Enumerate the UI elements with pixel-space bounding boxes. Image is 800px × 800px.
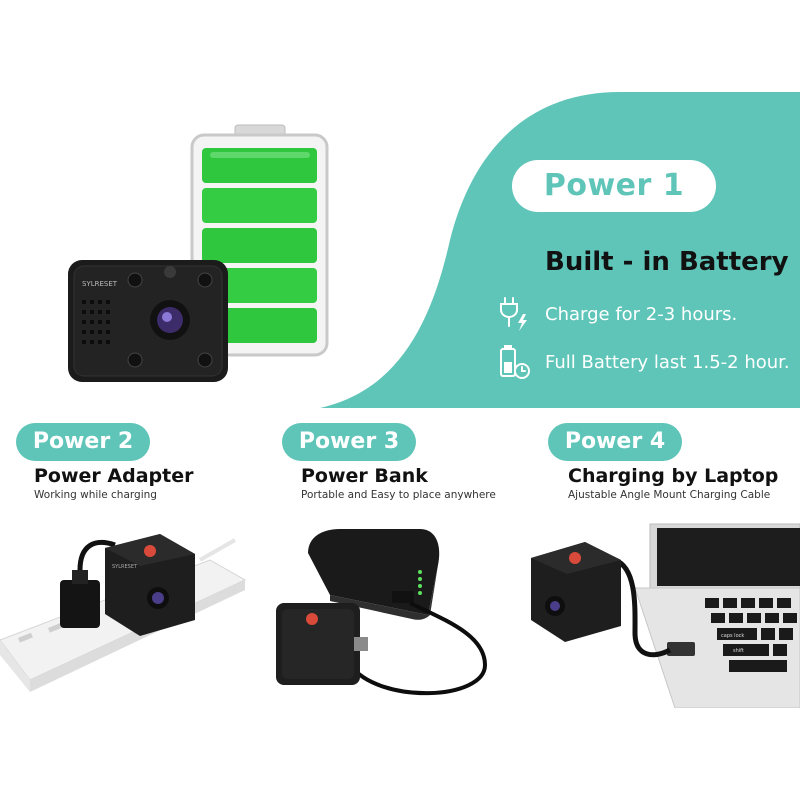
- device-brand-label: SYLRESET: [82, 280, 118, 288]
- usb-plug: [667, 642, 695, 656]
- feature-battery-life-text: Full Battery last 1.5-2 hour.: [545, 351, 790, 373]
- power-bank-desc: Portable and Easy to place anywhere: [301, 489, 496, 501]
- feature-charge-time: Charge for 2-3 hours.: [497, 296, 737, 332]
- camera-cube-2: [276, 603, 368, 685]
- wall-adapter: [60, 570, 100, 628]
- svg-text:SYLRESET: SYLRESET: [112, 564, 138, 570]
- laptop-charging-illustration: caps lock shift: [531, 523, 800, 708]
- caps-lock-key-label: caps lock: [721, 633, 744, 639]
- power-4-pill: Power 4: [548, 423, 682, 461]
- shift-key-label: shift: [733, 648, 744, 654]
- power-2-pill: Power 2: [16, 423, 150, 461]
- laptop: caps lock shift: [634, 523, 800, 708]
- plug-charging-icon: [500, 297, 527, 331]
- power-3-pill: Power 3: [282, 423, 416, 461]
- battery-clock-icon: [500, 345, 530, 379]
- feature-battery-life: Full Battery last 1.5-2 hour.: [497, 344, 790, 380]
- feature-charge-text: Charge for 2-3 hours.: [545, 303, 738, 325]
- hero-illustration: SYLRESET: [68, 124, 329, 382]
- power-adapter-illustration: SYLRESET: [0, 534, 247, 692]
- camera-cube-1: SYLRESET: [105, 534, 195, 636]
- camera-cube-3: [531, 542, 621, 642]
- laptop-charging-title: Charging by Laptop: [568, 465, 779, 487]
- mini-camera-device: SYLRESET: [68, 260, 228, 382]
- power-adapter-title: Power Adapter: [34, 465, 194, 487]
- power-adapter-desc: Working while charging: [34, 489, 157, 501]
- laptop-charging-desc: Ajustable Angle Mount Charging Cable: [568, 489, 771, 501]
- power-bank-title: Power Bank: [301, 465, 428, 487]
- built-in-battery-heading: Built - in Battery: [545, 247, 789, 277]
- power-bank-illustration: [276, 529, 488, 696]
- power-1-pill: Power 1: [512, 160, 716, 212]
